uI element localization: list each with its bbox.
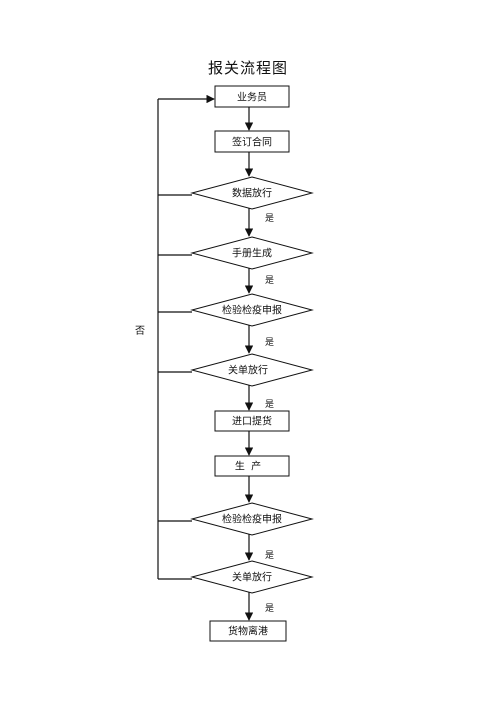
yes-label-6: 是: [265, 603, 274, 614]
decision-inspection-declare-2-label: 检验检疫申报: [222, 513, 282, 526]
node-goods-leave-port-label: 货物离港: [228, 625, 268, 638]
node-salesperson-label: 业务员: [237, 91, 267, 104]
yes-label-5: 是: [265, 550, 274, 561]
decision-inspection-declare-2: [190, 502, 314, 536]
node-import-pickup: [214, 410, 290, 432]
decision-customs-release-1-label: 关单放行: [228, 364, 268, 377]
decision-customs-release-2-label: 关单放行: [232, 571, 272, 584]
node-production: [214, 455, 290, 477]
page-title: 报关流程图: [207, 59, 288, 77]
yes-label-2: 是: [265, 275, 274, 286]
node-sign-contract: [214, 130, 290, 153]
node-import-pickup-label: 进口提货: [232, 415, 272, 428]
decision-customs-release-2: [190, 560, 314, 594]
node-salesperson: [214, 85, 290, 108]
decision-data-release: [190, 176, 314, 210]
decision-data-release-label: 数据放行: [232, 187, 272, 200]
decision-customs-release-1: [190, 353, 314, 387]
decision-manual-generated: [190, 236, 314, 270]
no-label: 否: [135, 325, 145, 337]
yes-label-4: 是: [265, 399, 274, 410]
node-sign-contract-label: 签订合同: [232, 136, 272, 149]
node-production-label: 生 产: [235, 460, 261, 473]
decision-inspection-declare-1-label: 检验检疫申报: [222, 304, 282, 317]
decision-inspection-declare-1: [190, 293, 314, 327]
node-goods-leave-port: [209, 620, 287, 642]
yes-label-3: 是: [265, 337, 274, 348]
yes-label-1: 是: [265, 213, 274, 224]
decision-manual-generated-label: 手册生成: [232, 247, 272, 260]
